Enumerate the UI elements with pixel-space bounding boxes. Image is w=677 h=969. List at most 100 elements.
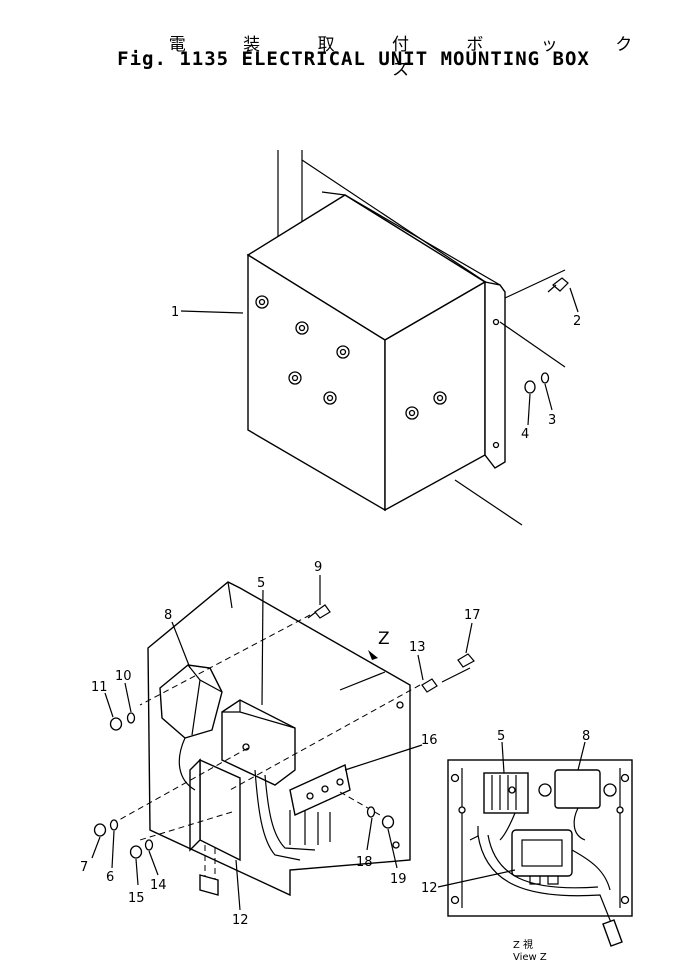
inset-callout-12: 12 [421,881,438,896]
leader-11 [104,692,114,718]
inset-harness [499,812,516,841]
frame-rail-upper [504,269,566,299]
leader-12 [235,859,241,911]
rectifier-edges [222,700,296,729]
extension-line [499,321,566,368]
terminal-wires [289,810,331,845]
callout-18: 18 [356,855,373,870]
callout-6: 6 [106,870,114,885]
lower-exploded-assembly [91,575,475,911]
inset-harness [487,834,599,889]
view-label: View Z [513,952,547,963]
view-z-inset [437,741,633,947]
leader-inset-5 [501,741,505,774]
callout-7: 7 [80,860,88,875]
callout-5: 5 [257,576,265,591]
nut-11 [109,717,123,731]
inset-regulator [554,769,601,809]
flange-hole [492,318,500,326]
inset-unit-face [521,839,563,867]
leader-4 [527,393,531,426]
upper-mounting-box-assembly [180,150,579,526]
explosion-line [139,811,233,841]
washer-3 [540,372,550,384]
callout-14: 14 [150,878,167,893]
callout-1: 1 [171,305,179,320]
leader-16 [344,744,423,771]
leader-2 [569,287,579,313]
callout-16: 16 [421,733,438,748]
bolt-17 [457,653,475,668]
explosion-line-solid [441,667,471,683]
inset-callout-5: 5 [497,729,505,744]
callout-labels: 1 2 3 4 5 6 7 8 9 10 11 12 13 14 15 16 1… [80,305,590,963]
inset-rectifier [483,772,529,814]
inset-connector [602,919,623,947]
figure-title: Fig. 1135 ELECTRICAL UNIT MOUNTING BOX [117,48,590,70]
explosion-line [139,614,311,706]
callout-15: 15 [128,891,145,906]
inset-clamp [469,826,479,841]
leader-15 [135,858,139,886]
inset-callout-8: 8 [582,729,590,744]
regulator-edges [187,664,223,736]
frame-edge [301,159,491,286]
wire-harness [264,774,316,851]
nut-4 [524,380,536,394]
plate-mark [339,671,386,691]
leader-inset-12 [437,869,516,888]
inset-unit-12 [511,829,573,877]
washer-14 [144,839,154,851]
inset-wire [573,807,586,841]
callout-17: 17 [464,608,481,623]
view-arrow-icon [368,650,378,660]
callout-4: 4 [521,427,529,442]
view-z-marker: Z [378,629,390,649]
leader-17 [465,622,473,654]
front-nuts [255,295,447,420]
rectifier-fins [491,775,517,810]
regulator-wire [178,737,196,791]
leader-7 [91,836,101,859]
callout-13: 13 [409,640,426,655]
bolt-13 [421,678,438,693]
bolt-2 [547,277,569,293]
leader-8 [171,621,191,669]
callout-9: 9 [314,560,322,575]
mounting-flange [484,281,506,469]
callout-19: 19 [390,872,407,887]
inset-harness [571,849,611,891]
callout-2: 2 [573,314,581,329]
explosion-line [109,747,249,826]
bracket-side [189,758,201,852]
inset-harness [477,834,613,926]
bolt-9 [307,604,331,619]
callout-8: 8 [164,608,172,623]
leader-14 [148,850,159,876]
nut-15 [129,845,143,859]
inset-rails [461,768,621,908]
leader-6 [111,830,115,869]
view-label-jp: Z 視 [513,938,533,951]
terminal-block-16 [289,763,351,817]
leader-10 [124,682,132,713]
leader-18 [366,817,373,851]
plate-hole [392,841,400,849]
frame-rail [454,479,523,526]
leader-inset-8 [577,741,586,771]
callout-3: 3 [548,413,556,428]
leader-19 [387,828,398,869]
foot-block [199,874,219,896]
callout-12: 12 [232,913,249,928]
plate-hole [396,701,404,709]
washer-18 [366,806,376,818]
leader-3 [544,383,553,411]
explosion-line [339,791,381,816]
washer-10 [126,712,136,724]
figure-title-japanese: 電 装 取 付 ボ ッ ク ス [168,35,659,80]
flange-hole [492,441,500,449]
wire-harness [254,769,301,861]
plate-edge [227,581,233,609]
leader-1 [180,310,244,314]
